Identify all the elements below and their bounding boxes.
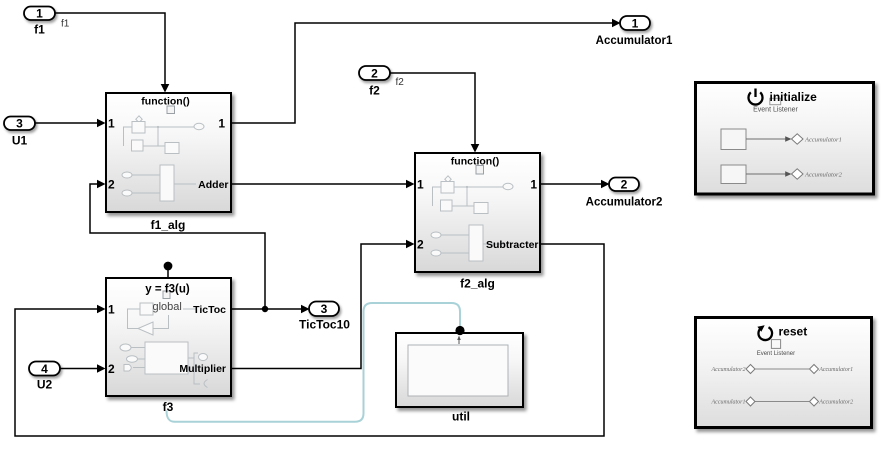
svg-text:Accumulator2: Accumulator2 bbox=[586, 196, 663, 208]
svg-text:y = f3(u): y = f3(u) bbox=[145, 284, 190, 296]
svg-text:f2: f2 bbox=[396, 77, 405, 88]
svg-text:global: global bbox=[153, 301, 182, 313]
svg-text:2: 2 bbox=[108, 362, 115, 376]
svg-text:TicToc10: TicToc10 bbox=[299, 317, 350, 331]
svg-text:f2: f2 bbox=[369, 83, 380, 97]
svg-text:TicToc: TicToc bbox=[193, 304, 226, 316]
svg-text:f2_alg: f2_alg bbox=[460, 276, 495, 290]
svg-text:2: 2 bbox=[417, 237, 424, 251]
svg-text:2: 2 bbox=[108, 177, 115, 191]
svg-text:Adder: Adder bbox=[198, 179, 228, 191]
svg-text:Multiplier: Multiplier bbox=[179, 363, 226, 375]
svg-text:f1_alg: f1_alg bbox=[151, 218, 186, 232]
svg-text:function(): function() bbox=[451, 155, 499, 167]
svg-text:f1: f1 bbox=[61, 19, 70, 30]
svg-text:U2: U2 bbox=[37, 377, 53, 391]
svg-text:1: 1 bbox=[218, 116, 225, 130]
svg-text:1: 1 bbox=[108, 302, 115, 316]
svg-text:f1: f1 bbox=[34, 22, 45, 36]
svg-text:3: 3 bbox=[321, 302, 328, 316]
svg-text:3: 3 bbox=[16, 117, 23, 131]
svg-text:2: 2 bbox=[371, 66, 378, 80]
svg-text:2: 2 bbox=[621, 178, 628, 192]
svg-text:Accumulator1: Accumulator1 bbox=[818, 367, 853, 373]
svg-text:Accumulator2: Accumulator2 bbox=[711, 367, 746, 373]
svg-text:Accumulator1: Accumulator1 bbox=[711, 400, 746, 406]
svg-text:Event Listener: Event Listener bbox=[757, 351, 795, 357]
svg-text:U1: U1 bbox=[12, 133, 28, 147]
svg-text:Event Listener: Event Listener bbox=[753, 106, 798, 113]
svg-text:Subtracter: Subtracter bbox=[486, 239, 539, 251]
svg-text:1: 1 bbox=[530, 177, 537, 191]
svg-text:1: 1 bbox=[632, 16, 639, 30]
svg-text:Accumulator2: Accumulator2 bbox=[804, 172, 843, 179]
svg-text:1: 1 bbox=[36, 7, 43, 21]
svg-text:1: 1 bbox=[108, 116, 115, 130]
svg-text:Accumulator2: Accumulator2 bbox=[818, 400, 853, 406]
svg-text:util: util bbox=[452, 409, 470, 423]
svg-text:Accumulator1: Accumulator1 bbox=[596, 35, 673, 47]
svg-text:f3: f3 bbox=[163, 400, 174, 414]
svg-text:4: 4 bbox=[41, 362, 48, 376]
svg-text:initialize: initialize bbox=[770, 90, 818, 104]
svg-text:function(): function() bbox=[141, 95, 189, 107]
svg-text:Accumulator1: Accumulator1 bbox=[804, 137, 842, 144]
svg-text:1: 1 bbox=[417, 177, 424, 191]
svg-text:reset: reset bbox=[779, 325, 808, 339]
